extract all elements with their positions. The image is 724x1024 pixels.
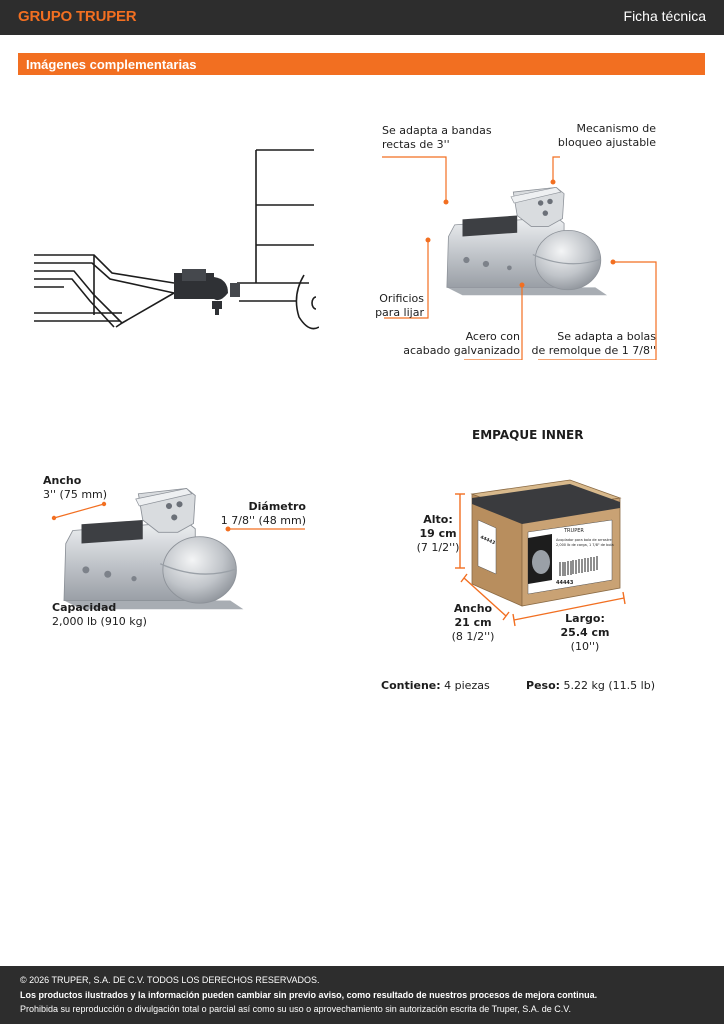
package-box-image: TRUPER Acoplador para bola de arrastre 2… bbox=[470, 479, 622, 607]
package-height-label: Alto: 19 cm (7 1/2'') bbox=[416, 513, 460, 554]
footer-copyright: © 2026 TRUPER, S.A. DE C.V. TODOS LOS DE… bbox=[20, 975, 320, 985]
box-description-line-2: 2,000 lb de carga, 1 7/8" de bola bbox=[556, 543, 614, 547]
box-product-code: 44443 bbox=[556, 580, 574, 586]
diameter-dimension-label: Diámetro 1 7/8'' (48 mm) bbox=[220, 500, 306, 527]
document-type: Ficha técnica bbox=[623, 8, 706, 24]
footer-legal: Prohibida su reproducción o divulgación … bbox=[20, 1004, 571, 1014]
brand-logo: GRUPO TRUPER bbox=[18, 8, 137, 25]
feature-balls-label: Se adapta a bolas de remolque de 1 7/8'' bbox=[531, 330, 656, 357]
box-side-code: 44443 bbox=[479, 534, 496, 546]
section-header: Imágenes complementarias bbox=[18, 53, 705, 75]
package-dimension-lines bbox=[455, 493, 626, 627]
feature-bands-label: Se adapta a bandas rectas de 3'' bbox=[382, 124, 492, 151]
package-title: EMPAQUE INNER bbox=[472, 428, 584, 442]
width-dimension-label: Ancho 3'' (75 mm) bbox=[43, 474, 108, 501]
package-contents: Contiene: 4 piezas bbox=[381, 679, 490, 692]
footer: © 2026 TRUPER, S.A. DE C.V. TODOS LOS DE… bbox=[0, 966, 724, 1024]
package-weight: Peso: 5.22 kg (11.5 lb) bbox=[526, 679, 655, 692]
box-description-line-1: Acoplador para bola de arrastre bbox=[556, 538, 612, 542]
section-title: Imágenes complementarias bbox=[26, 57, 197, 72]
feature-steel-label: Acero con acabado galvanizado bbox=[403, 330, 520, 357]
package-length-label: Largo: 25.4 cm (10'') bbox=[560, 612, 610, 653]
feature-holes-label: Orificios para lijar bbox=[375, 292, 424, 319]
package-width-label: Ancho 21 cm (8 1/2'') bbox=[451, 602, 495, 643]
trailer-illustration bbox=[34, 149, 319, 330]
dimension-leaders bbox=[51, 501, 305, 532]
box-brand-text: TRUPER bbox=[563, 528, 584, 534]
capacity-label: Capacidad 2,000 lb (910 kg) bbox=[52, 601, 147, 628]
footer-notice: Los productos ilustrados y la informació… bbox=[20, 990, 598, 1000]
annotation-leaders bbox=[382, 156, 657, 360]
header-bar: GRUPO TRUPER Ficha técnica bbox=[0, 0, 724, 35]
feature-lock-label: Mecanismo de bloqueo ajustable bbox=[557, 122, 656, 149]
